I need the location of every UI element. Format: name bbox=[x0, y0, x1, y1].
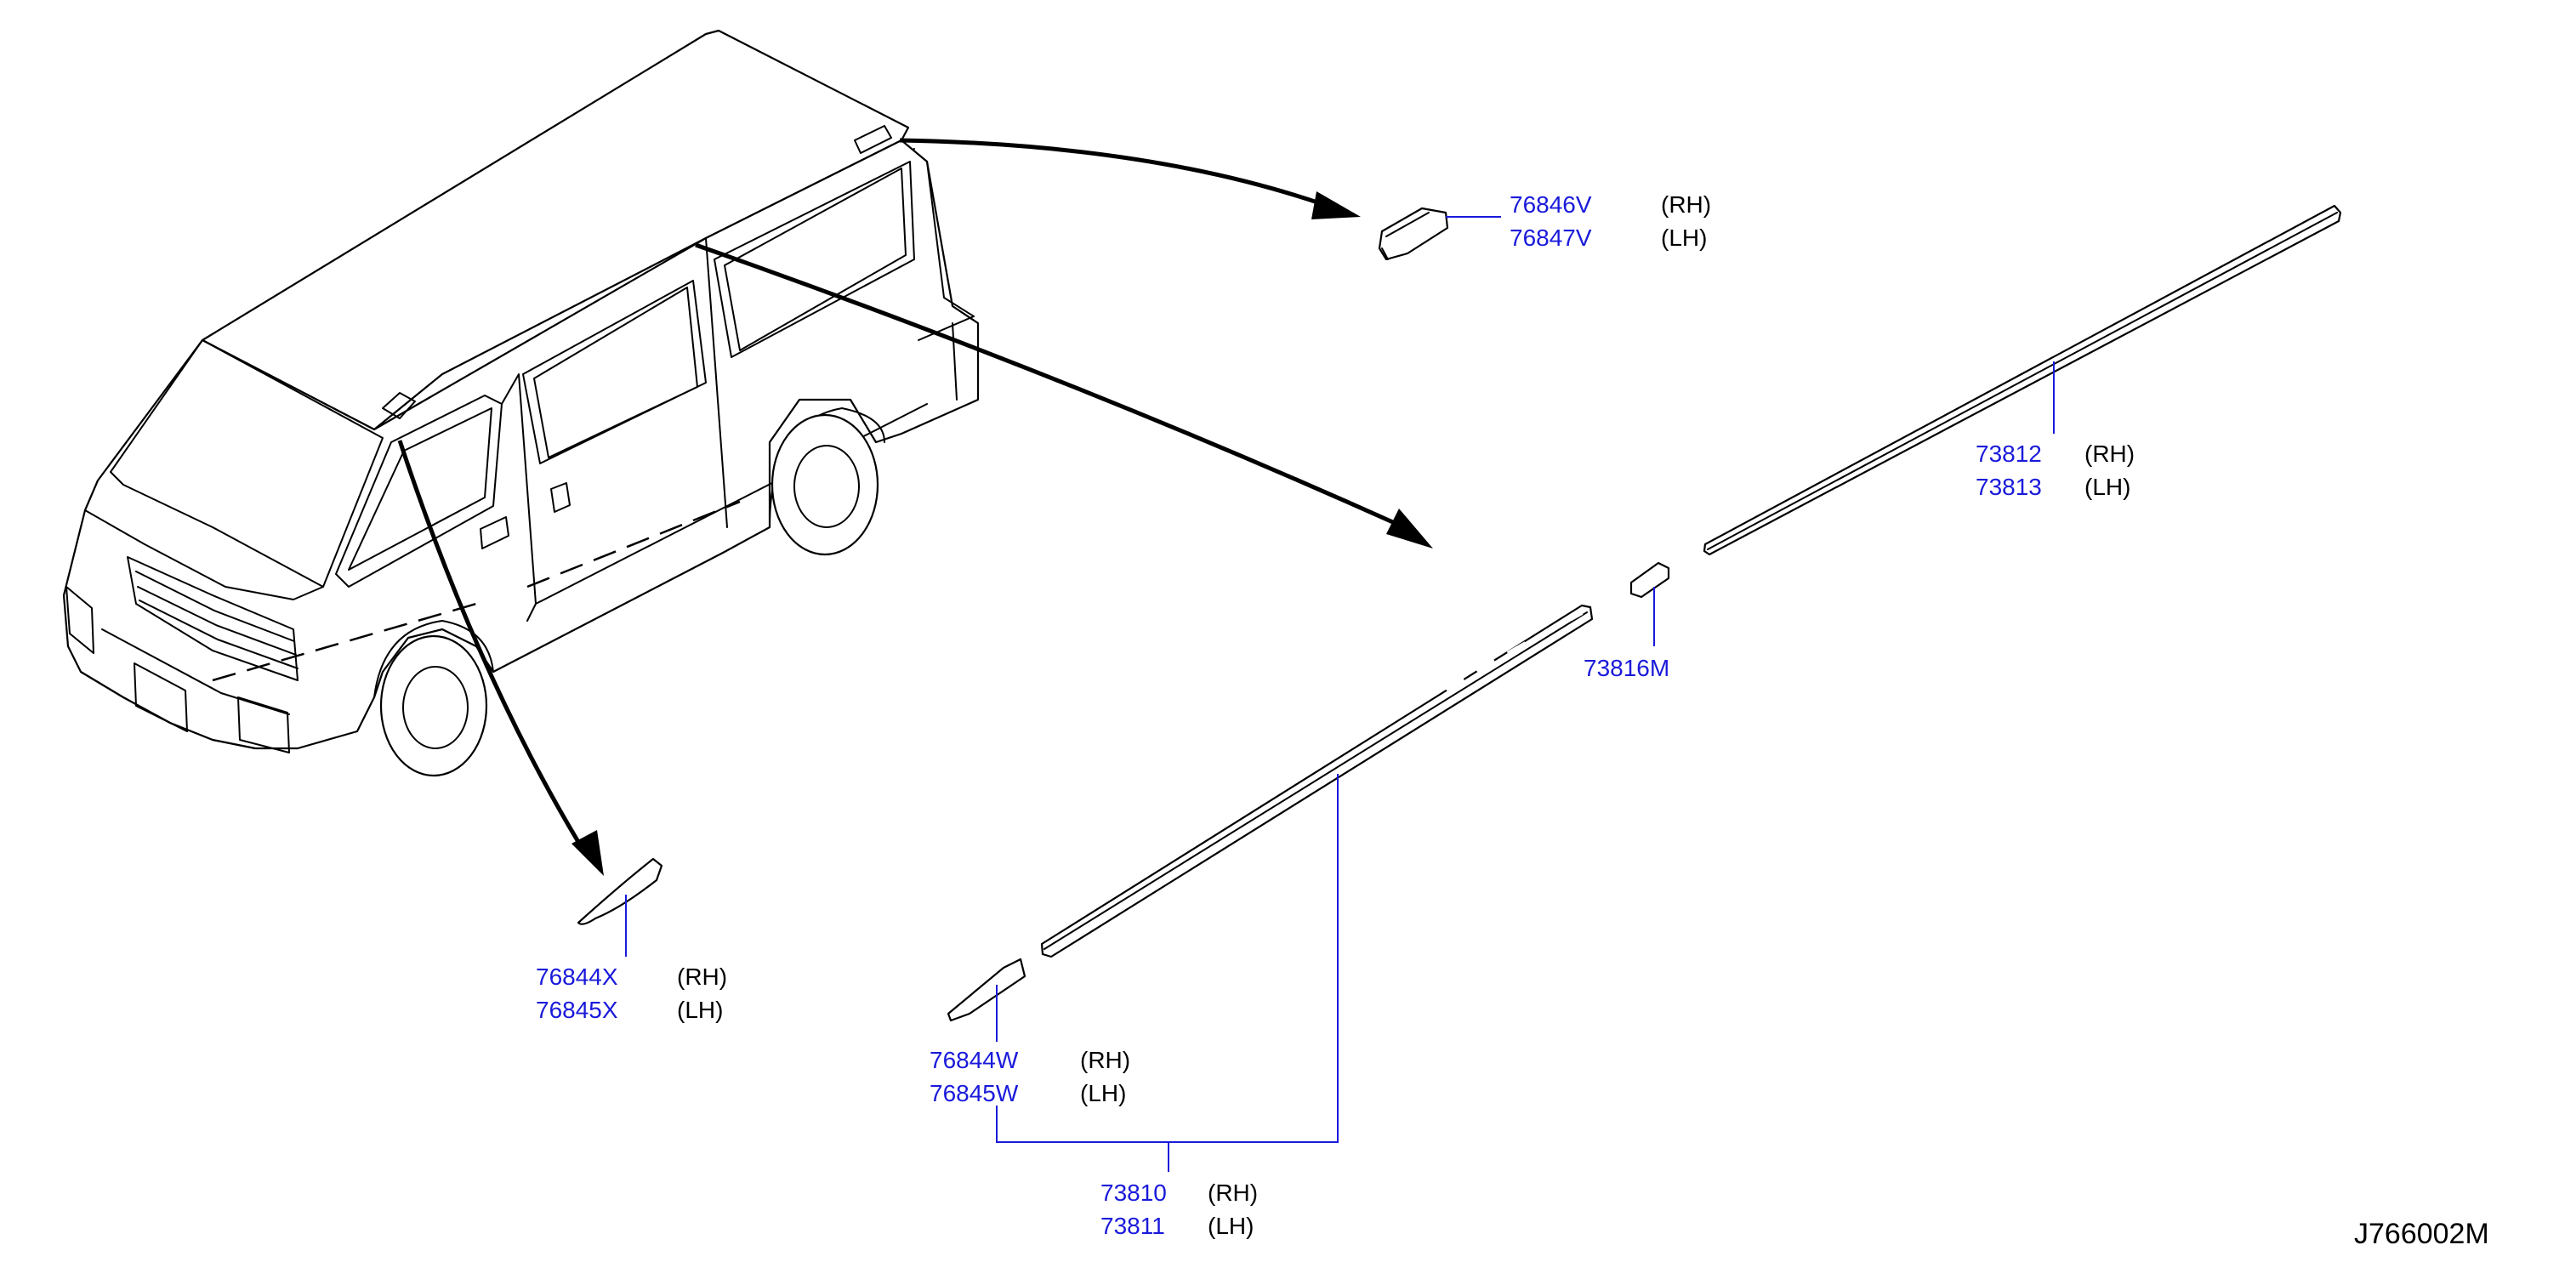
joint-clip-part bbox=[1629, 561, 1670, 599]
arrow-front-cover-head bbox=[571, 830, 604, 876]
lower-molding-part-line bbox=[1043, 611, 1588, 950]
arrow-upper-molding bbox=[695, 242, 1396, 526]
van-side-window-1 bbox=[522, 280, 707, 464]
van-rear-hub bbox=[793, 445, 860, 528]
van-front-window-inner bbox=[348, 407, 492, 571]
van-body-side bbox=[62, 139, 980, 750]
upper-molding-part-line bbox=[1707, 212, 2338, 550]
front-pillar-cover-part bbox=[577, 857, 663, 925]
side-rh: (RH) bbox=[1080, 1047, 1130, 1073]
side-rh: (RH) bbox=[1208, 1180, 1258, 1206]
side-lh: (LH) bbox=[1661, 225, 1707, 251]
van-headlight-left bbox=[65, 586, 94, 654]
van-rear-wheel bbox=[771, 413, 879, 556]
van-mirror bbox=[480, 516, 509, 549]
van-rear-corner bbox=[918, 161, 975, 401]
van-rear-roof-clip bbox=[854, 125, 892, 154]
roof-cover-part bbox=[1378, 207, 1449, 261]
van-side-window-2-inner bbox=[724, 168, 907, 351]
van-molding-dashes bbox=[212, 500, 741, 682]
part-number-76846v[interactable]: 76846V bbox=[1510, 191, 1592, 218]
part-number-76844x[interactable]: 76844X bbox=[536, 964, 618, 990]
part-number-73816m[interactable]: 73816M bbox=[1584, 655, 1669, 681]
arrow-upper-molding-head bbox=[1386, 509, 1433, 549]
van-front-wheel bbox=[379, 634, 488, 777]
callout-lower-molding-assy: 73810 (RH) 73811 (LH) bbox=[1100, 1180, 1258, 1239]
van-headlight-right bbox=[237, 696, 290, 753]
side-rh: (RH) bbox=[677, 964, 727, 990]
van-license-plate bbox=[134, 662, 188, 732]
lower-molding-part bbox=[1040, 604, 1594, 958]
side-lh: (LH) bbox=[2084, 474, 2130, 500]
van-front-wheel-arch bbox=[373, 620, 494, 698]
part-number-73810[interactable]: 73810 bbox=[1100, 1180, 1167, 1206]
roof-cover-part-edge bbox=[1381, 212, 1430, 260]
callout-end-cap: 76844W (RH) 76845W (LH) bbox=[930, 1047, 1130, 1106]
part-number-73812[interactable]: 73812 bbox=[1976, 441, 2042, 467]
arrow-front-cover bbox=[397, 440, 581, 844]
van-front-roof-clip bbox=[382, 392, 416, 419]
van-side-window-2 bbox=[714, 161, 915, 358]
leader-lower-molding-assy bbox=[996, 774, 1339, 1143]
callout-roof-cover: 76846V (RH) 76847V (LH) bbox=[1510, 191, 1711, 251]
part-number-76845w[interactable]: 76845W bbox=[930, 1080, 1019, 1106]
part-number-76844w[interactable]: 76844W bbox=[930, 1047, 1019, 1073]
arrow-roof-cover-head bbox=[1311, 191, 1361, 219]
end-cap-part bbox=[947, 958, 1026, 1022]
van-side-window-1-inner bbox=[533, 287, 698, 458]
part-number-73813[interactable]: 73813 bbox=[1976, 474, 2042, 500]
callout-upper-molding: 73812 (RH) 73813 (LH) bbox=[1976, 441, 2135, 500]
lower-molding-dash-gap bbox=[1444, 610, 1584, 691]
arrow-roof-cover bbox=[899, 138, 1323, 207]
van-front-hub bbox=[402, 666, 469, 749]
parts bbox=[577, 204, 2342, 1022]
part-number-73811[interactable]: 73811 bbox=[1100, 1213, 1165, 1239]
diagram-code: J766002M bbox=[2354, 1218, 2489, 1250]
side-lh: (LH) bbox=[1080, 1080, 1126, 1106]
van-front-window bbox=[335, 395, 503, 588]
part-number-76845x[interactable]: 76845X bbox=[536, 997, 618, 1023]
van-b-pillar bbox=[501, 373, 537, 622]
side-lh: (LH) bbox=[1208, 1213, 1254, 1239]
callout-joint-clip: 73816M bbox=[1584, 655, 1669, 681]
side-rh: (RH) bbox=[1661, 191, 1711, 218]
van-front-bumper bbox=[80, 628, 299, 749]
callout-front-pillar-cover: 76844X (RH) 76845X (LH) bbox=[536, 964, 727, 1023]
van-grille bbox=[127, 556, 299, 681]
arrows bbox=[397, 138, 1433, 876]
van-windshield bbox=[110, 339, 384, 588]
side-rh: (RH) bbox=[2084, 441, 2135, 467]
side-lh: (LH) bbox=[677, 997, 723, 1023]
part-number-76847v[interactable]: 76847V bbox=[1510, 225, 1592, 251]
van-illustration bbox=[62, 29, 980, 777]
van-hood bbox=[84, 480, 324, 600]
van-door-handle bbox=[550, 482, 571, 513]
van-grille-lines bbox=[135, 571, 299, 669]
leader-lines bbox=[625, 216, 2055, 1172]
